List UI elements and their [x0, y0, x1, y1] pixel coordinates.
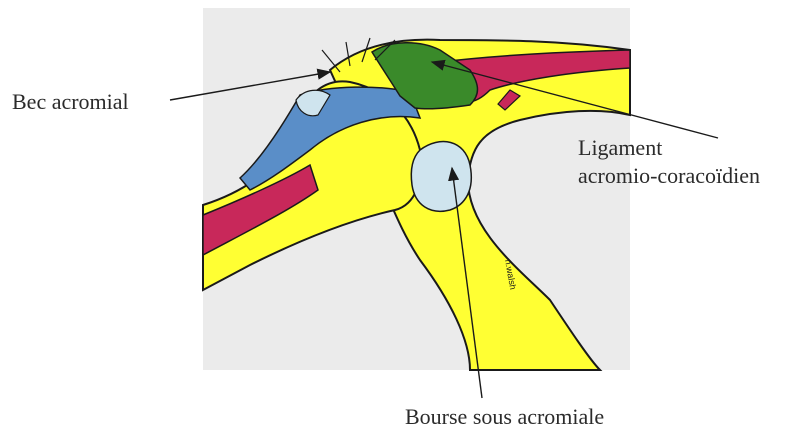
label-ligament-line1: Ligament [578, 135, 662, 161]
label-bec-acromial: Bec acromial [12, 89, 129, 115]
label-ligament-line2: acromio-coracoïdien [578, 163, 760, 189]
label-bourse-sous-acromiale: Bourse sous acromiale [405, 404, 604, 430]
subacromial-bursa [411, 142, 471, 212]
